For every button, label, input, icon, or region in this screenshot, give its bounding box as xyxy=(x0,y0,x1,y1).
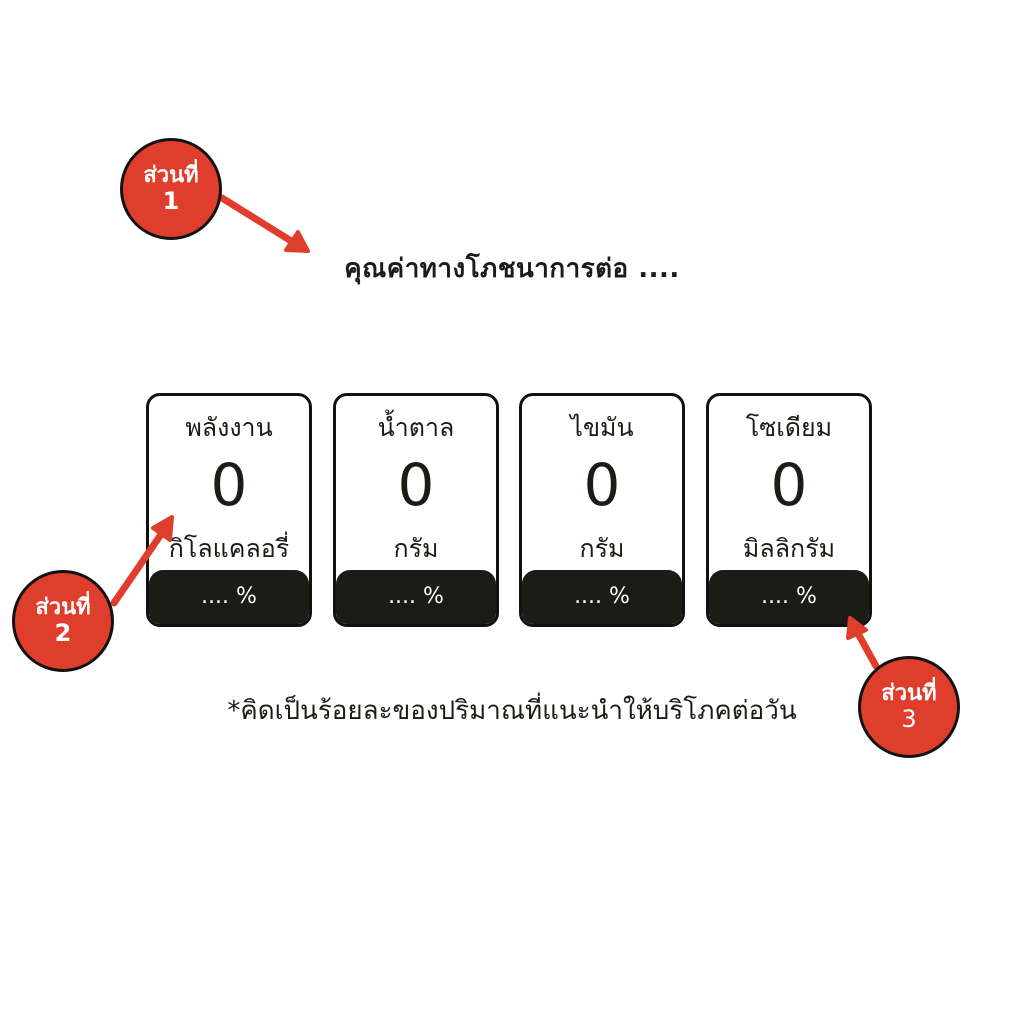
callout-number: 2 xyxy=(54,618,72,647)
card-value: 0 xyxy=(210,451,248,519)
card-unit: กรัม xyxy=(579,534,625,563)
card-unit: กรัม xyxy=(393,534,439,563)
callout-label: ส่วนที่ xyxy=(881,680,937,706)
card-percent: .... % xyxy=(336,570,496,624)
card-unit: กิโลแคลอรี่ xyxy=(168,534,290,563)
card-sugar: น้ำตาล 0 กรัม .... % xyxy=(333,393,499,627)
footnote: *คิดเป็นร้อยละของปริมาณที่แนะนำให้บริโภค… xyxy=(227,696,797,726)
arrow-1-icon xyxy=(218,194,300,248)
nutrition-cards: พลังงาน 0 กิโลแคลอรี่ .... % น้ำตาล 0 กร… xyxy=(146,393,878,631)
arrow-3-icon xyxy=(852,626,880,670)
callout-badge-2: ส่วนที่ 2 xyxy=(12,570,114,672)
card-name: ไขมัน xyxy=(570,413,634,442)
card-value: 0 xyxy=(397,451,435,519)
callout-number: 1 xyxy=(162,186,180,215)
card-value: 0 xyxy=(583,451,621,519)
card-percent: .... % xyxy=(522,570,682,624)
card-name: น้ำตาล xyxy=(377,413,455,442)
card-value: 0 xyxy=(770,451,808,519)
card-name: โซเดียม xyxy=(745,413,833,442)
nutrition-title: คุณค่าทางโภชนาการต่อ .... xyxy=(344,254,680,284)
callout-badge-1: ส่วนที่ 1 xyxy=(120,138,222,240)
card-fat: ไขมัน 0 กรัม .... % xyxy=(519,393,685,627)
card-name: พลังงาน xyxy=(185,413,273,442)
card-energy: พลังงาน 0 กิโลแคลอรี่ .... % xyxy=(146,393,312,627)
card-unit: มิลลิกรัม xyxy=(742,534,836,563)
card-sodium: โซเดียม 0 มิลลิกรัม .... % xyxy=(706,393,872,627)
callout-number: 3 xyxy=(901,704,917,733)
callout-label: ส่วนที่ xyxy=(143,162,199,188)
callout-label: ส่วนที่ xyxy=(35,594,91,620)
card-percent: .... % xyxy=(709,570,869,624)
card-percent: .... % xyxy=(149,570,309,624)
callout-badge-3: ส่วนที่ 3 xyxy=(858,656,960,758)
